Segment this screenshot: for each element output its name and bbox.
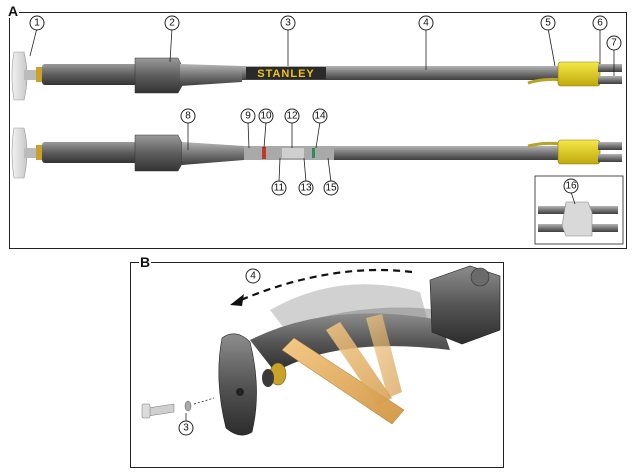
inset-manifold — [534, 175, 624, 245]
panel-b-label: B — [139, 254, 152, 270]
gold-ring-bottom — [36, 145, 42, 160]
callout-16: 16 — [563, 178, 579, 194]
taper-bottom — [182, 142, 244, 165]
valve-body-top — [557, 61, 601, 87]
internal-spring — [282, 148, 304, 158]
bolt — [147, 403, 175, 417]
coupler-lower-top — [598, 76, 622, 84]
handle-bottom — [42, 142, 138, 163]
svg-text:9: 9 — [245, 111, 251, 122]
svg-text:1: 1 — [34, 18, 40, 29]
svg-text:6: 6 — [597, 18, 603, 29]
callout-4: 4 — [418, 15, 434, 31]
svg-text:4: 4 — [250, 271, 256, 282]
callout-7: 7 — [606, 35, 622, 51]
washer — [184, 400, 192, 412]
trigger-lever-bottom — [527, 141, 561, 148]
clamp-block-top — [134, 57, 183, 94]
internal-seal-green — [312, 148, 315, 158]
inset-manifold-body — [561, 201, 593, 237]
svg-text:13: 13 — [300, 183, 312, 194]
callout-2: 2 — [164, 15, 180, 31]
brand-text: STANLEY — [257, 68, 315, 80]
collar-ring — [262, 369, 274, 387]
svg-text:4: 4 — [423, 18, 429, 29]
rotation-arrowhead — [230, 294, 244, 306]
main-tube-bottom — [334, 146, 558, 160]
valve-body-bottom — [557, 139, 601, 165]
coupler-lower-bottom — [598, 154, 622, 162]
wood-piece-1 — [281, 337, 405, 425]
end-pad-hole — [236, 388, 244, 396]
tool-top: STANLEY — [11, 51, 622, 101]
svg-text:3: 3 — [183, 423, 189, 434]
hex-nut — [470, 267, 490, 287]
rubber-pad-top — [11, 51, 28, 101]
svg-text:3: 3 — [285, 18, 291, 29]
internal-seal-red — [262, 147, 266, 159]
callout-5: 5 — [540, 15, 556, 31]
callout-6: 6 — [592, 15, 608, 31]
panel-a — [9, 12, 627, 249]
coupler-upper-bottom — [598, 142, 622, 150]
panel-b-illustration — [141, 265, 501, 436]
svg-text:16: 16 — [565, 181, 577, 192]
bolt-head — [141, 403, 151, 419]
gold-ring-top — [36, 67, 42, 82]
callout-14: 14 — [312, 108, 328, 124]
panel-a-label: A — [7, 3, 20, 19]
wood-piece-3 — [366, 314, 402, 398]
callout-3: 3 — [280, 15, 296, 31]
wood-piece-2 — [326, 322, 392, 406]
handle-top — [42, 64, 138, 85]
svg-text:5: 5 — [545, 18, 551, 29]
rotation-arrow — [235, 268, 413, 304]
coupler-upper-top — [598, 64, 622, 72]
callout-1: 1 — [29, 15, 45, 31]
taper-top — [180, 64, 242, 86]
callout-leaders — [29, 27, 615, 205]
brand-band — [246, 67, 326, 79]
callout-8: 8 — [180, 108, 196, 124]
callout-13: 13 — [298, 180, 314, 196]
end-pad — [218, 333, 257, 436]
pad-collar-top — [24, 70, 36, 80]
svg-text:14: 14 — [314, 111, 326, 122]
svg-text:11: 11 — [274, 183, 285, 194]
callout-b3: 3 — [178, 413, 194, 436]
tool-bottom — [11, 127, 622, 179]
pad-collar-bottom — [24, 148, 36, 158]
hex-block — [429, 265, 501, 345]
rubber-pad-bottom — [11, 127, 28, 179]
callout-12: 12 — [284, 108, 300, 124]
callout-b4: 4 — [245, 268, 261, 284]
callout-9: 9 — [240, 108, 256, 124]
callout-10: 10 — [258, 108, 274, 124]
svg-text:15: 15 — [325, 183, 337, 194]
svg-text:7: 7 — [611, 38, 617, 49]
callout-15: 15 — [323, 180, 339, 196]
svg-text:2: 2 — [169, 18, 175, 29]
svg-text:10: 10 — [260, 111, 272, 122]
clamp-block-bottom — [134, 134, 183, 172]
callout-11: 11 — [271, 180, 287, 196]
svg-text:12: 12 — [286, 111, 298, 122]
svg-text:8: 8 — [185, 111, 191, 122]
